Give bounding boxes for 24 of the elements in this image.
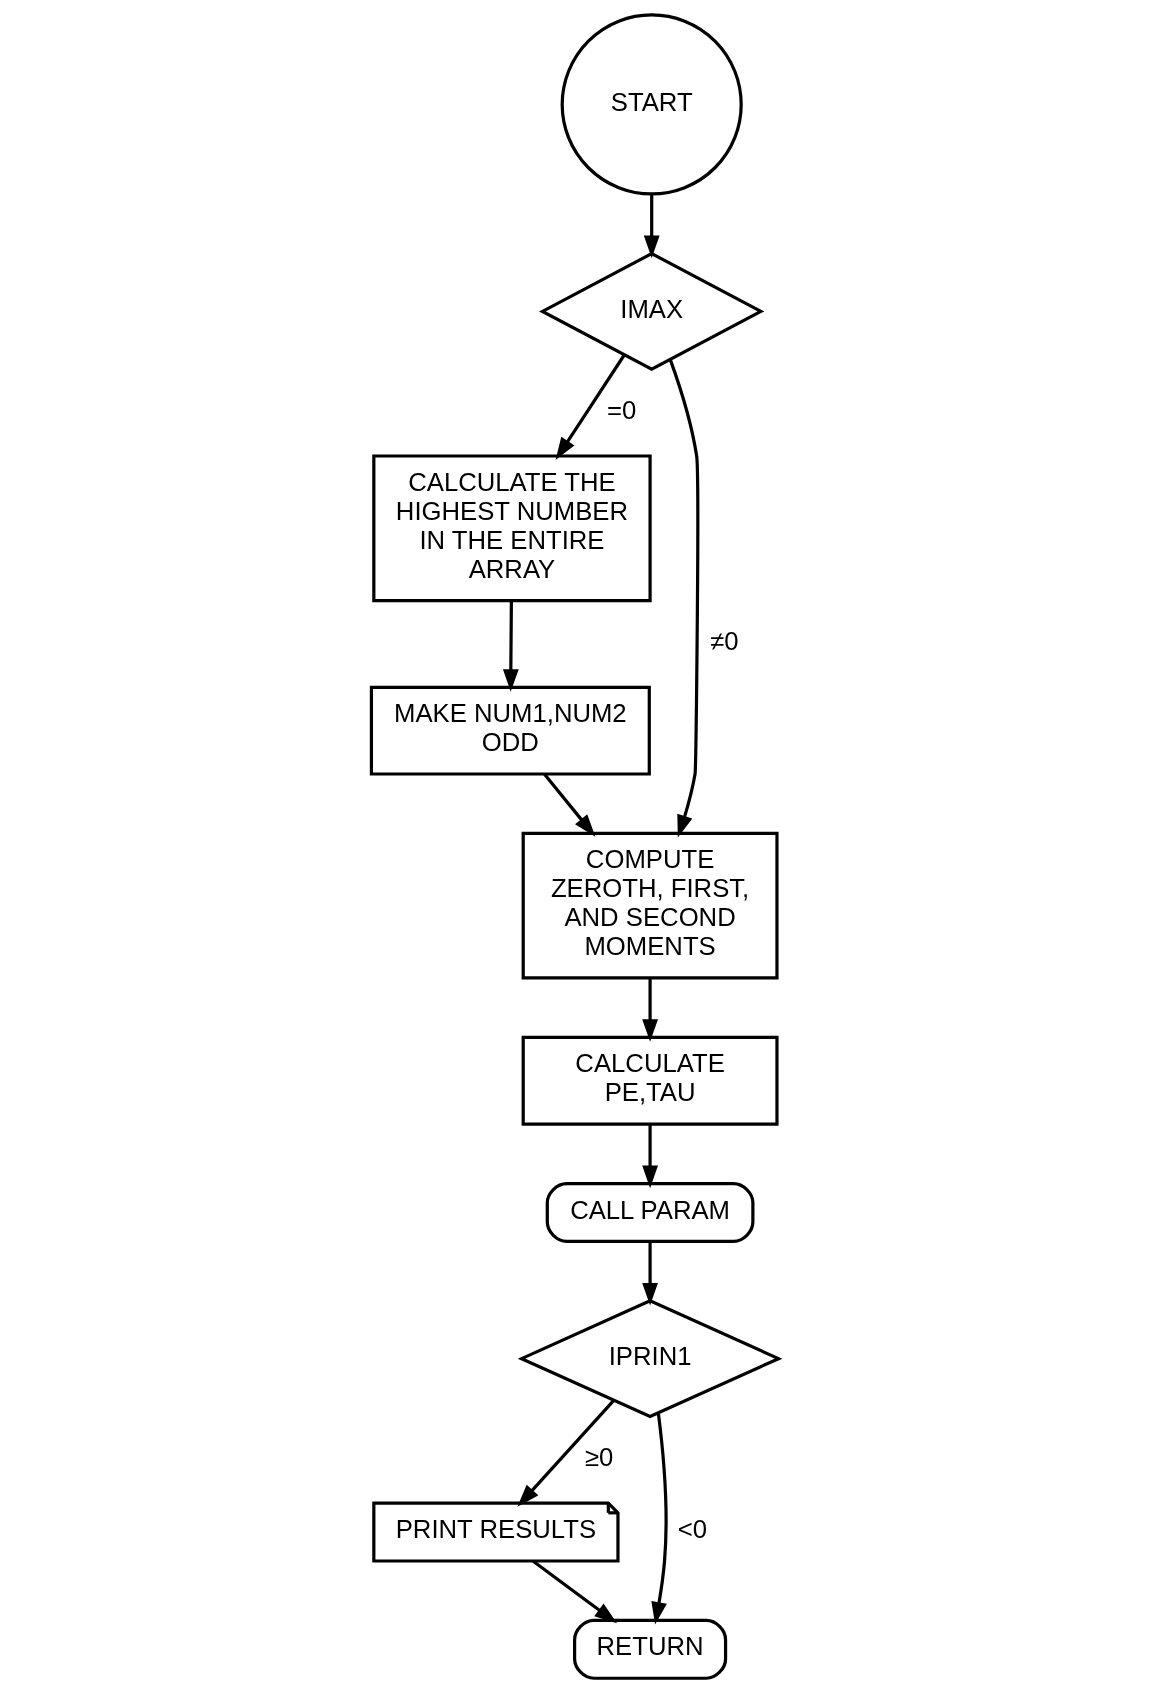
arrow — [555, 354, 626, 460]
arrow — [642, 1241, 658, 1306]
node-box: CALL PARAM — [545, 1181, 755, 1243]
arrow — [517, 1399, 615, 1507]
arrow — [643, 194, 660, 259]
node-box: COMPUTE ZEROTH, FIRST, AND SECOND MOMENTS — [521, 831, 779, 980]
node-box: CALCULATE PE,TAU — [521, 1035, 779, 1126]
edge-label: =0 — [606, 395, 637, 424]
node-diamond: IMAX — [539, 251, 765, 372]
edge-label: ≠0 — [710, 627, 739, 656]
arrow — [642, 1124, 658, 1189]
node-circle: START — [560, 13, 743, 196]
arrow — [532, 1560, 617, 1624]
node-box: RETURN — [573, 1618, 728, 1680]
edge-label: ≥0 — [584, 1442, 614, 1471]
node-diamond: IPRIN1 — [517, 1299, 783, 1419]
node-box: CALCULATE THE HIGHEST NUMBER IN THE ENTIRE ARRAY — [372, 454, 652, 603]
arrow — [668, 359, 700, 838]
edge-label: <0 — [677, 1515, 707, 1544]
arrow — [543, 773, 596, 837]
node-box: MAKE NUM1,NUM2 ODD — [369, 685, 651, 776]
arrow — [642, 978, 658, 1042]
arrow — [502, 600, 519, 692]
arrow — [651, 1412, 668, 1625]
